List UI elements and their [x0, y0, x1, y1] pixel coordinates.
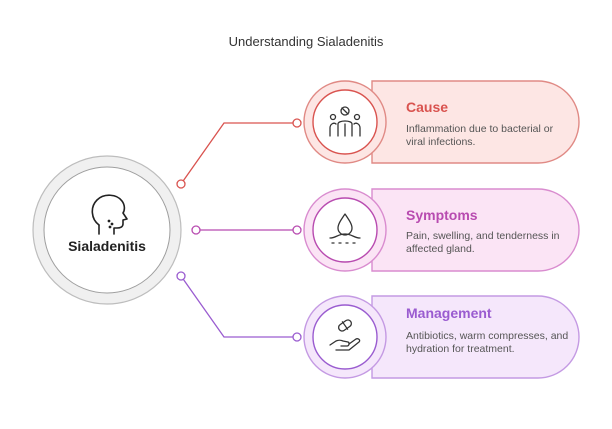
- center-label: Sialadenitis: [68, 238, 146, 254]
- connector-symptoms-start: [191, 225, 201, 235]
- connector-cause: [180, 122, 297, 185]
- card-cause: [303, 80, 580, 164]
- cause-description: Inflammation due to bacterial or viral i…: [406, 123, 554, 148]
- symptoms-description: Pain, swelling, and tenderness in affect…: [406, 230, 560, 255]
- center-node: [32, 155, 182, 305]
- connector-symptoms-end: [292, 225, 302, 235]
- card-symptoms: [303, 188, 580, 272]
- connector-cause-start: [176, 179, 186, 189]
- page-title: Understanding Sialadenitis: [228, 34, 384, 49]
- connector-management-start: [176, 271, 186, 281]
- card-management: [303, 295, 580, 379]
- cause-title: Cause: [406, 99, 449, 115]
- management-title: Management: [406, 305, 492, 321]
- connector-cause-end: [292, 118, 302, 128]
- symptoms-title: Symptoms: [406, 207, 478, 223]
- skin-drop-icon: [329, 213, 361, 244]
- connector-management-end: [292, 332, 302, 342]
- connector-management: [180, 275, 297, 338]
- management-description: Antibiotics, warm compresses, and hydrat…: [406, 330, 569, 355]
- head-profile-icon: [91, 194, 128, 235]
- pill-hand-icon: [329, 319, 361, 351]
- virus-person-icon: [329, 106, 361, 137]
